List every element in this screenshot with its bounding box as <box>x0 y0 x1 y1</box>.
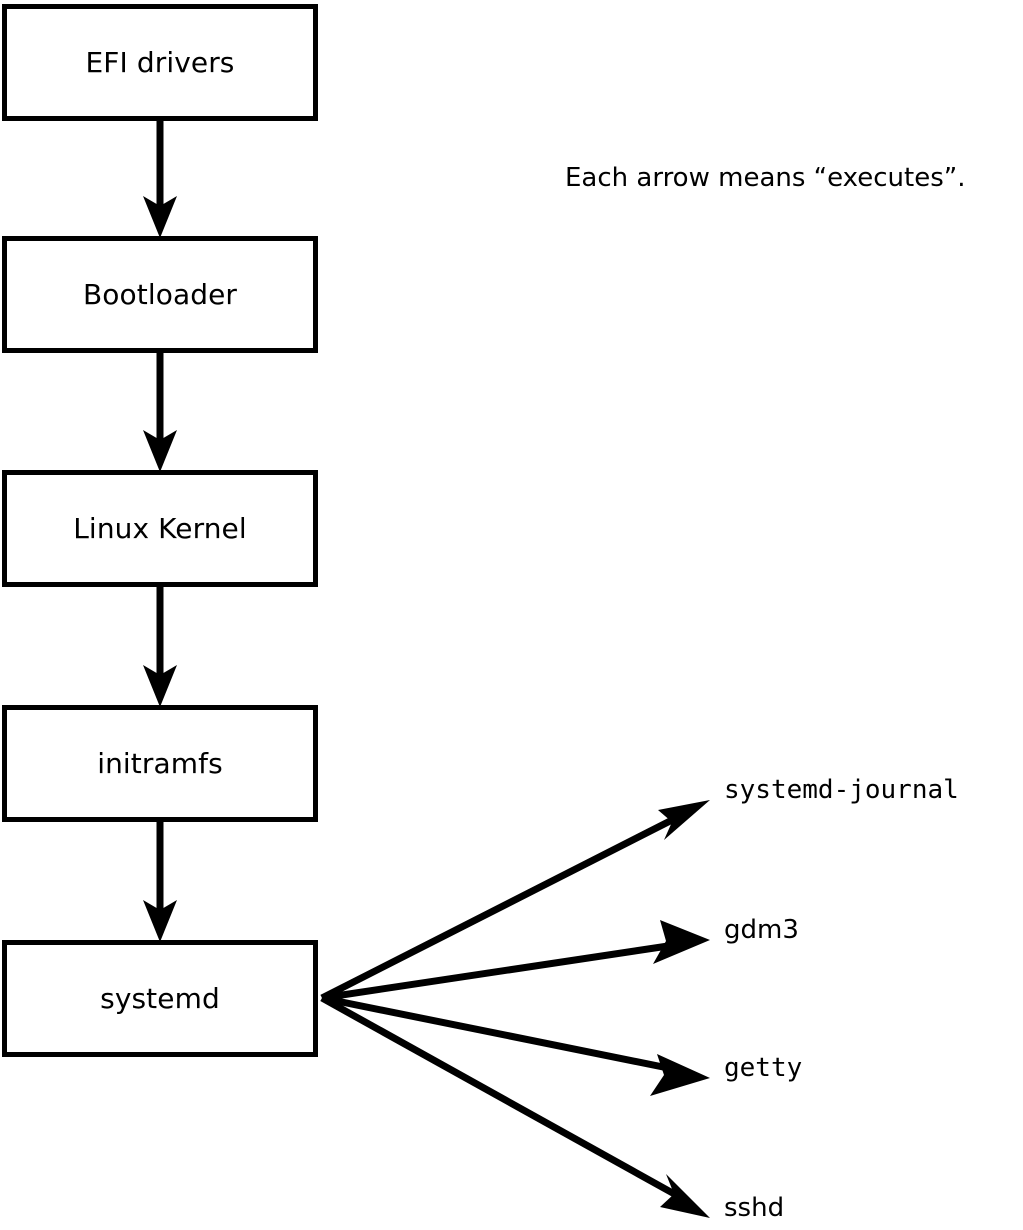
arrow-bootloader-to-linux-kernel <box>143 353 177 472</box>
arrow-systemd-to-systemd-journal <box>320 800 710 1002</box>
process-box-bootloader[interactable]: Bootloader <box>2 236 318 353</box>
process-box-systemd[interactable]: systemd <box>2 940 318 1057</box>
process-box-linux-kernel[interactable]: Linux Kernel <box>2 470 318 587</box>
arrow-initramfs-to-systemd <box>143 822 177 942</box>
arrow-systemd-to-getty <box>321 994 710 1096</box>
leaf-label-sshd[interactable]: sshd <box>724 1193 785 1223</box>
process-box-efi-drivers[interactable]: EFI drivers <box>2 4 318 121</box>
process-box-initramfs[interactable]: initramfs <box>2 705 318 822</box>
process-label-systemd: systemd <box>100 981 220 1015</box>
leaf-label-gdm3[interactable]: gdm3 <box>724 915 799 945</box>
process-label-initramfs: initramfs <box>97 746 223 780</box>
process-label-linux-kernel: Linux Kernel <box>73 511 247 545</box>
arrow-linux-kernel-to-initramfs <box>143 587 177 707</box>
process-label-bootloader: Bootloader <box>82 277 238 311</box>
arrow-systemd-to-gdm3 <box>321 920 710 1002</box>
arrow-efi-drivers-to-bootloader <box>143 121 177 238</box>
arrow-systemd-to-sshd <box>320 994 710 1218</box>
leaf-label-getty[interactable]: getty <box>724 1053 803 1083</box>
leaf-label-systemd-journal[interactable]: systemd-journal <box>724 775 959 805</box>
legend-note: Each arrow means “executes”. <box>565 163 966 193</box>
process-label-efi-drivers: EFI drivers <box>85 45 235 79</box>
